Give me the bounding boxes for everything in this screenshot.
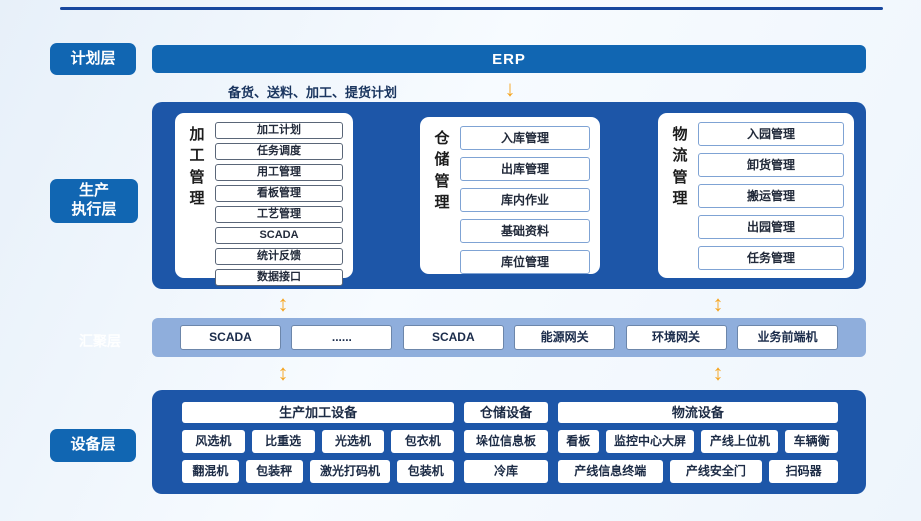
erp-bar: ERP xyxy=(152,45,866,73)
gateway-item: SCADA xyxy=(180,325,281,350)
layer-label-aggregation: 汇聚层 xyxy=(79,333,121,350)
layer-label-planning: 计划层 xyxy=(50,43,136,75)
device-row: 看板监控中心大屏产线上位机车辆衡 xyxy=(557,430,838,453)
mes-item: 入园管理 xyxy=(698,122,844,146)
mes-card-title: 加工管理 xyxy=(189,126,205,207)
double-arrow-icon: ↕ xyxy=(712,291,724,316)
gateway-item: 能源网关 xyxy=(514,325,616,350)
device-group-header: 物流设备 xyxy=(557,402,838,423)
device-group-header: 仓储设备 xyxy=(464,402,548,423)
device-item: 比重选 xyxy=(251,430,315,453)
mes-item: 库内作业 xyxy=(460,188,590,212)
mes-item: 出园管理 xyxy=(698,215,844,239)
arrow-down-icon: ↓ xyxy=(504,76,516,101)
mes-item: 用工管理 xyxy=(215,164,343,181)
device-row: 风选机比重选光选机包衣机 xyxy=(182,430,455,453)
mes-item: 库位管理 xyxy=(460,250,590,274)
device-item: 产线上位机 xyxy=(701,430,779,453)
mes-item: 卸货管理 xyxy=(698,153,844,177)
device-item: 产线信息终端 xyxy=(557,460,663,483)
gateway-item: ...... xyxy=(291,325,393,350)
device-group-header: 生产加工设备 xyxy=(182,402,455,423)
device-group: 生产加工设备风选机比重选光选机包衣机翻混机包装秤激光打码机包装机 xyxy=(182,402,455,486)
mes-card: 物流管理入园管理卸货管理搬运管理出园管理任务管理 xyxy=(658,113,854,278)
double-arrow-icon: ↕ xyxy=(277,291,289,316)
gateway-item: 业务前端机 xyxy=(736,325,838,350)
layer-label-device: 设备层 xyxy=(50,429,136,462)
mes-item: 任务调度 xyxy=(215,143,343,160)
device-item: 光选机 xyxy=(321,430,385,453)
layer-label-execution-line1: 生产 xyxy=(78,182,109,200)
device-item: 包衣机 xyxy=(391,430,455,453)
mes-card: 加工管理加工计划任务调度用工管理看板管理工艺管理 SCADA 统计反馈数据接口 xyxy=(175,113,353,286)
device-item: 车辆衡 xyxy=(785,430,838,453)
gateway-strip: SCADA...... SCADA 能源网关环境网关业务前端机 xyxy=(152,318,866,357)
device-item: 包装机 xyxy=(397,460,455,483)
device-item: 扫码器 xyxy=(769,460,838,483)
double-arrow-icon: ↕ xyxy=(712,360,724,385)
device-row: 垛位信息板 xyxy=(464,430,548,453)
device-group: 物流设备看板监控中心大屏产线上位机车辆衡产线信息终端产线安全门扫码器 xyxy=(557,402,838,486)
layer-label-execution: 生产 执行层 xyxy=(50,179,138,223)
gateway-item: SCADA xyxy=(402,325,504,350)
device-group: 仓储设备垛位信息板冷库 xyxy=(464,402,548,486)
device-item: 看板 xyxy=(557,430,599,453)
top-divider-line xyxy=(60,7,883,10)
mes-card: 仓储管理入库管理出库管理库内作业基础资料库位管理 xyxy=(420,117,600,274)
double-arrow-icon: ↕ xyxy=(277,360,289,385)
mes-item: 工艺管理 xyxy=(215,206,343,223)
mes-item-list: 入库管理出库管理库内作业基础资料库位管理 xyxy=(460,126,590,274)
mes-item: SCADA xyxy=(215,227,343,244)
device-item: 包装秤 xyxy=(245,460,303,483)
erp-caption: 备货、送料、加工、提货计划 xyxy=(228,85,398,100)
mes-item: 看板管理 xyxy=(215,185,343,202)
device-row: 产线信息终端产线安全门扫码器 xyxy=(557,460,838,483)
device-row: 冷库 xyxy=(464,460,548,483)
device-panel: 生产加工设备风选机比重选光选机包衣机翻混机包装秤激光打码机包装机仓储设备垛位信息… xyxy=(152,390,866,494)
mes-panel: 加工管理加工计划任务调度用工管理看板管理工艺管理 SCADA 统计反馈数据接口 仓储管… xyxy=(152,102,866,289)
mes-card-title: 仓储管理 xyxy=(434,130,450,211)
mes-item-list: 加工计划任务调度用工管理看板管理工艺管理 SCADA 统计反馈数据接口 xyxy=(215,122,343,286)
device-item: 风选机 xyxy=(182,430,245,453)
mes-item-list: 入园管理卸货管理搬运管理出园管理任务管理 xyxy=(698,122,844,270)
mes-item: 任务管理 xyxy=(698,246,844,270)
mes-item: 加工计划 xyxy=(215,122,343,139)
mes-item: 统计反馈 xyxy=(215,248,343,265)
mes-item: 入库管理 xyxy=(460,126,590,150)
mes-item: 数据接口 xyxy=(215,269,343,286)
mes-item: 基础资料 xyxy=(460,219,590,243)
layer-label-execution-line2: 执行层 xyxy=(71,201,117,218)
gateway-item: 环境网关 xyxy=(625,325,727,350)
device-item: 翻混机 xyxy=(182,460,239,483)
device-item: 监控中心大屏 xyxy=(605,430,695,453)
device-item: 垛位信息板 xyxy=(464,430,548,453)
mes-item: 出库管理 xyxy=(460,157,590,181)
device-row: 翻混机包装秤激光打码机包装机 xyxy=(182,460,455,483)
device-item: 产线安全门 xyxy=(669,460,763,483)
mes-item: 搬运管理 xyxy=(698,184,844,208)
device-item: 冷库 xyxy=(464,460,548,483)
mes-card-title: 物流管理 xyxy=(672,126,688,207)
device-item: 激光打码机 xyxy=(309,460,391,483)
